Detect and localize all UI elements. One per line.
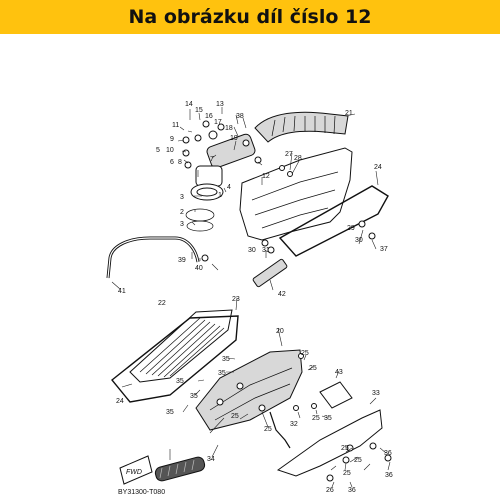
callout-1: 1 (218, 192, 222, 199)
callout-38: 38 (236, 113, 244, 120)
callout-26: 26 (326, 487, 334, 494)
callout-22: 22 (158, 300, 166, 307)
callout-2: 2 (180, 209, 184, 216)
callout-35-f: 35 (324, 415, 332, 422)
callout-31: 31 (262, 247, 270, 254)
callout-25-c: 25 (231, 413, 239, 420)
callout-34: 34 (207, 456, 215, 463)
leader-lines (111, 107, 391, 488)
callout-28: 28 (294, 155, 302, 162)
seal-lower (111, 315, 239, 403)
callout-4: 4 (227, 184, 231, 191)
banner-title: Na obrázku díl číslo 12 (128, 6, 372, 28)
callout-25-h: 25 (354, 457, 362, 464)
callout-25-d: 25 (312, 415, 320, 422)
callout-36-c: 36 (348, 487, 356, 494)
callout-27: 27 (285, 151, 293, 158)
air-box-cover (276, 409, 383, 477)
callout-35-c: 35 (176, 378, 184, 385)
callout-25-a: 25 (301, 350, 309, 357)
callout-13: 13 (216, 101, 224, 108)
callout-25-e: 25 (264, 426, 272, 433)
callout-3-b: 3 (180, 221, 184, 228)
callout-25-f: 25 (341, 445, 349, 452)
callout-15: 15 (195, 107, 203, 114)
callout-36-b: 36 (385, 472, 393, 479)
callout-21: 21 (345, 110, 353, 117)
callout-9: 9 (170, 136, 174, 143)
part-42 (252, 258, 288, 288)
title-banner: Na obrázku díl číslo 12 (0, 0, 500, 34)
callout-19: 19 (230, 135, 238, 142)
forward-indicator: FWD (119, 455, 153, 485)
cleaner-case (195, 349, 303, 431)
callout-33: 33 (372, 390, 380, 397)
seal-upper (278, 185, 389, 257)
callout-16: 16 (205, 113, 213, 120)
callout-10: 10 (166, 147, 174, 154)
callout-43: 43 (335, 369, 343, 376)
drain-hose (269, 411, 291, 449)
intake-grip (154, 456, 206, 482)
callout-labels: 14 13 15 38 21 11 16 17 18 19 9 5 10 6 8… (116, 101, 393, 494)
callout-8: 8 (178, 159, 182, 166)
callout-35-a: 35 (222, 356, 230, 363)
callout-30-upper: 30 (355, 237, 363, 244)
callout-14: 14 (185, 101, 193, 108)
callout-25-g: 25 (343, 470, 351, 477)
throttle-body-assembly (182, 120, 262, 262)
part-43 (319, 381, 353, 409)
callout-11: 11 (172, 122, 179, 129)
svg-text:FWD: FWD (126, 469, 142, 476)
callout-24-lower: 24 (116, 398, 124, 405)
callout-6: 6 (170, 159, 174, 166)
callout-36-a: 36 (384, 450, 392, 457)
callout-35-d: 35 (190, 393, 198, 400)
callout-35-b: 35 (218, 370, 226, 377)
callout-40: 40 (195, 265, 203, 272)
callout-20: 20 (276, 328, 284, 335)
callout-3-a: 3 (180, 194, 184, 201)
parts-diagram: FWD 14 13 15 38 21 11 16 17 18 19 9 5 10… (106, 101, 393, 496)
callout-23: 23 (232, 296, 240, 303)
air-filter-element (129, 309, 233, 383)
callout-12: 12 (262, 173, 270, 180)
callout-5: 5 (156, 147, 160, 154)
callout-30: 30 (248, 247, 256, 254)
diagram-code: BY31300-T080 (118, 489, 165, 496)
callout-25-b: 25 (309, 365, 317, 372)
callout-37: 37 (380, 246, 388, 253)
callout-42: 42 (278, 291, 286, 298)
callout-29: 29 (347, 225, 355, 232)
callout-7: 7 (210, 156, 214, 163)
callout-41: 41 (118, 288, 126, 295)
callout-24-upper: 24 (374, 164, 382, 171)
callout-32: 32 (290, 421, 298, 428)
callout-17: 17 (214, 119, 222, 126)
air-box-case (239, 147, 353, 241)
callout-39: 39 (178, 257, 186, 264)
callout-18: 18 (225, 125, 233, 132)
callout-35-e: 35 (166, 409, 174, 416)
